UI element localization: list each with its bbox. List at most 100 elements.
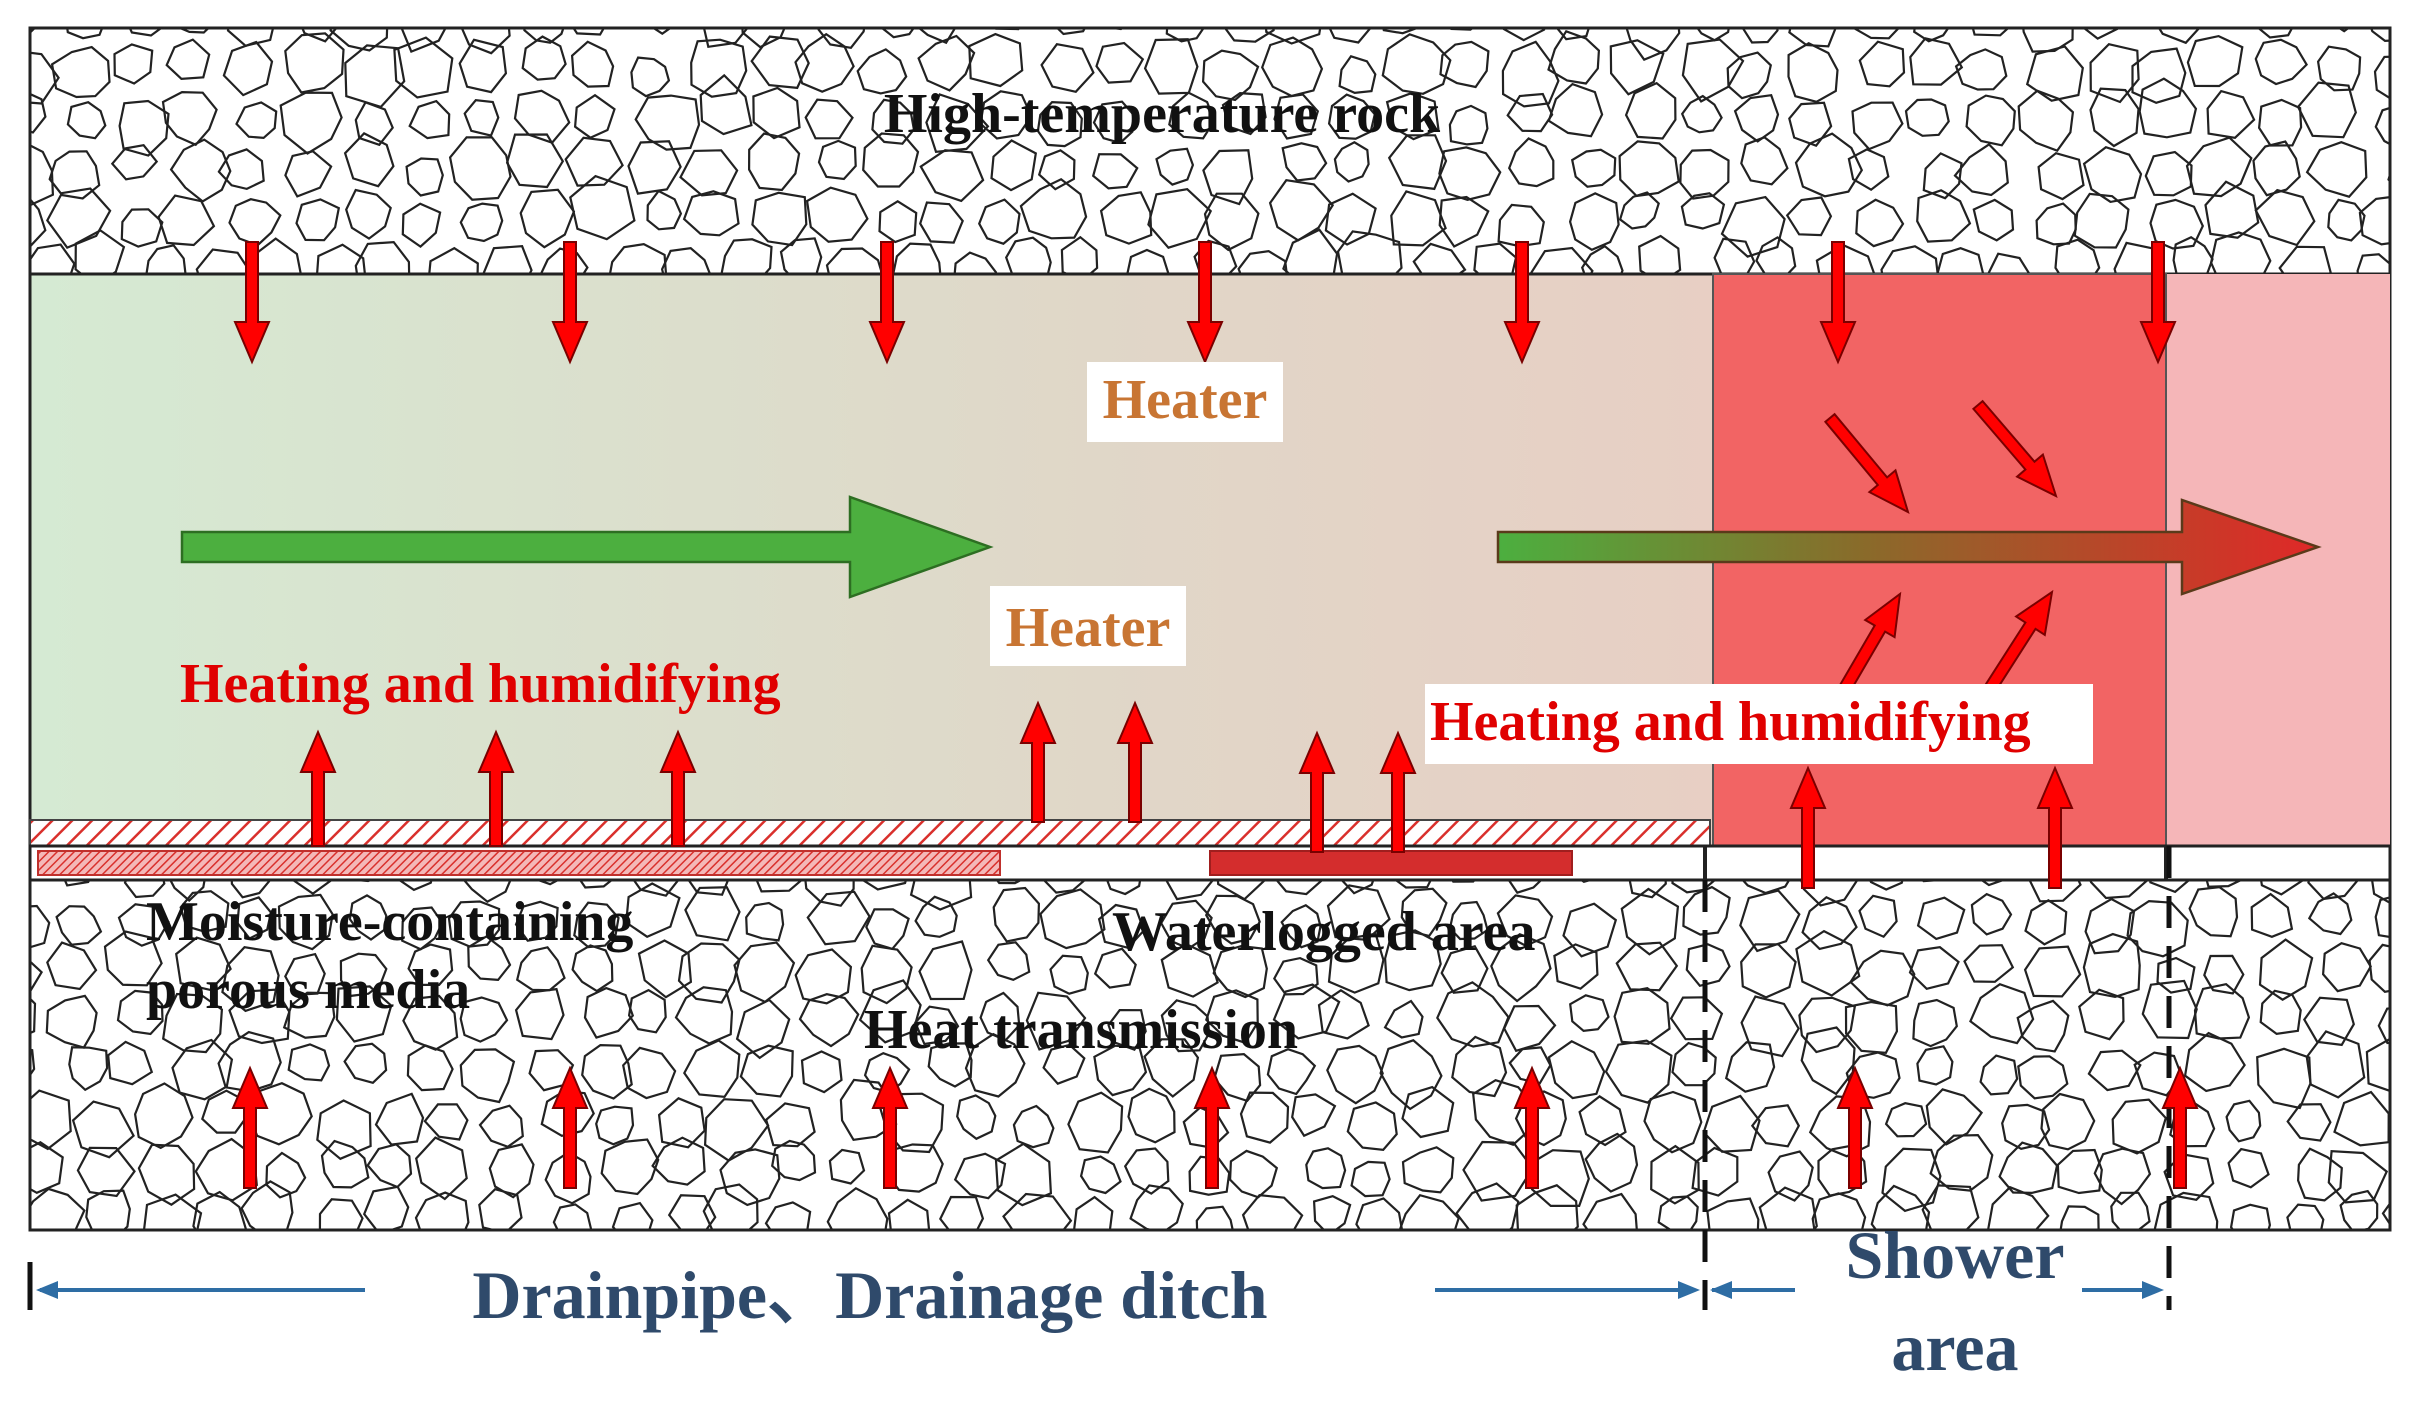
rock-stone [1515, 1184, 1579, 1230]
heat-arrow [2036, 765, 2074, 889]
rock-stone [1811, 1192, 1867, 1230]
rock-stone [657, 1097, 706, 1149]
rock-stone [646, 189, 683, 231]
rock-stone [755, 880, 804, 893]
rock-stone [1788, 101, 1833, 148]
rock-stone [1953, 142, 2009, 197]
rock-stone [1706, 1197, 1760, 1230]
rock-stone [1305, 1147, 1347, 1190]
rock-stone [1724, 1041, 1776, 1093]
rock-stone [217, 148, 265, 191]
rock-stone [2254, 188, 2316, 247]
rock-stone [2206, 89, 2256, 139]
rock-stone [1333, 141, 1370, 183]
rock-stone [462, 880, 512, 904]
rock-stone [2305, 1030, 2366, 1099]
rock-stone [1625, 28, 1681, 62]
rock-stone [2358, 195, 2390, 246]
labels: High-temperature rock Heater Heater Heat… [146, 83, 2093, 1061]
rock-stone [1969, 982, 2035, 1045]
rock-stone [917, 34, 976, 92]
rock-stone [221, 946, 280, 1013]
rock-stone [1291, 1093, 1337, 1138]
rock-stone [805, 186, 869, 243]
rock-stone [939, 1195, 985, 1230]
rock-stone [362, 1185, 410, 1230]
rock-stone [1671, 880, 1717, 894]
rock-stone [2356, 253, 2390, 274]
rock-stone [884, 1143, 944, 1193]
drainpipe-drainage-ditch-label: Drainpipe、Drainage ditch [472, 1257, 1267, 1333]
high-temperature-rock-label: High-temperature rock [884, 83, 1441, 145]
rock-stone [1093, 947, 1137, 989]
rock-stone [1579, 880, 1595, 884]
rock-stone [990, 139, 1038, 192]
heat-arrow [868, 241, 906, 365]
rock-stone [1272, 983, 1341, 1040]
rock-stone [1925, 1088, 1984, 1146]
rock-stone [2040, 1092, 2096, 1151]
rock-stone [401, 906, 444, 951]
rock-stone [798, 993, 860, 1048]
rock-stone [1073, 1195, 1114, 1230]
rock-stone [800, 1050, 843, 1094]
rock-stone [1040, 42, 1095, 94]
rock-stone [1979, 880, 2007, 887]
rock-stone [630, 56, 671, 98]
rock-stone [1055, 28, 1087, 36]
rock-stone [1449, 28, 1475, 31]
rock-stone [1853, 28, 1901, 40]
rock-stone [1275, 880, 1324, 896]
rock-stone [1909, 37, 1964, 86]
rock-stone [301, 28, 338, 43]
rock-stone [1401, 1085, 1455, 1139]
rock-stone [871, 98, 916, 145]
rock-stone [595, 1105, 635, 1146]
rock-stone [1800, 880, 1859, 907]
rock-stone [956, 1094, 997, 1141]
rock-stone [909, 880, 973, 911]
rock-stone [914, 895, 958, 938]
rock-stone [460, 28, 511, 55]
rock-stone [2406, 246, 2414, 302]
heat-arrow [1789, 765, 1827, 889]
rock-stone [1555, 28, 1590, 41]
rock-stone [1584, 1132, 1639, 1193]
rock-stone [1971, 28, 2010, 37]
rock-stone [162, 992, 224, 1054]
rock-stone [699, 73, 753, 136]
rock-stone [1160, 942, 1219, 998]
rock-stone [1326, 1044, 1384, 1105]
rock-stone [1282, 228, 1339, 274]
rock-stone [986, 941, 1031, 981]
rock-stone [1858, 40, 1906, 88]
heat-transmission-label: Heat transmission [864, 999, 1298, 1061]
rock-stone [914, 1005, 960, 1046]
rock-stone [1019, 178, 1088, 240]
heat-arrow [1503, 241, 1541, 365]
rock-stone [2185, 136, 2253, 198]
rock-stone [660, 247, 712, 274]
rock-stone [2252, 140, 2301, 197]
rock-stone [228, 198, 282, 247]
rock-stone [1507, 880, 1543, 895]
rock-stone [739, 1044, 794, 1098]
rock-stone [1107, 1008, 1147, 1051]
rock-stone [400, 28, 447, 54]
rock-stone [1281, 142, 1328, 182]
rock-stone [1880, 245, 1939, 274]
rock-stone [448, 136, 512, 201]
rock-stone [46, 941, 98, 991]
rock-stone [993, 28, 1021, 31]
rock-stone [2084, 897, 2136, 955]
rock-stone [177, 28, 211, 34]
heat-arrow [477, 729, 515, 847]
rock-stone [30, 960, 44, 993]
rock-stone [145, 244, 187, 274]
rock-stone [335, 985, 393, 1043]
rock-stone [1266, 1048, 1317, 1096]
rock-stone [977, 198, 1021, 245]
rock-stone [1336, 230, 1403, 274]
rock-stone [1740, 136, 1789, 186]
